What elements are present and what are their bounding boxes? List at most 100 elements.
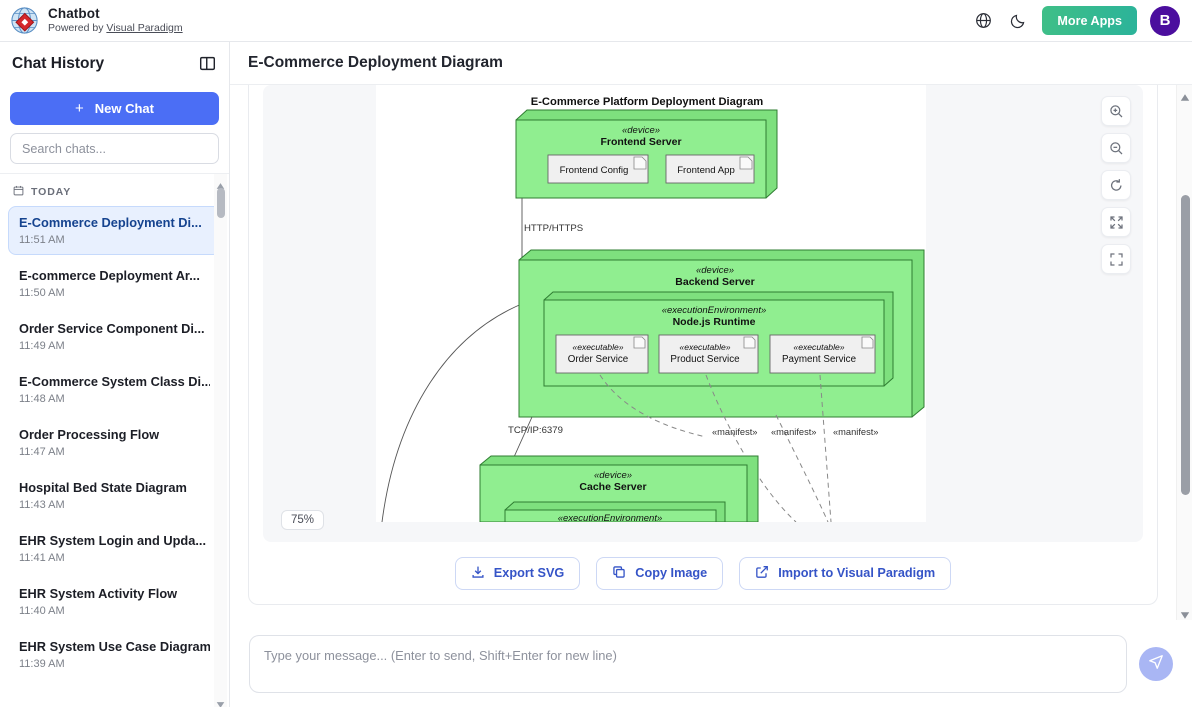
export-svg-label: Export SVG [493, 566, 565, 580]
sidebar-scrollbar-thumb[interactable] [216, 188, 225, 218]
chat-item-title: E-commerce Deployment Ar... [19, 267, 200, 283]
chat-item-title: Order Service Component Di... [19, 320, 205, 336]
frontend-name: Frontend Server [600, 136, 681, 148]
diagram-viewport[interactable]: E-Commerce Platform Deployment Diagram «… [263, 85, 1143, 542]
send-button[interactable] [1139, 646, 1173, 681]
node-frontend-server[interactable]: «device» Frontend Server Frontend Config [515, 109, 778, 199]
top-bar: Chatbot Powered by Visual Paradigm More … [0, 0, 1192, 42]
node-nodejs-runtime[interactable]: «executionEnvironment» Node.js Runtime «… [543, 291, 894, 387]
search-input[interactable] [10, 133, 219, 164]
zoom-out-icon[interactable] [1101, 133, 1131, 163]
top-bar-actions: More Apps B [972, 5, 1180, 36]
artifact-order-service[interactable]: «executable» Order Service [555, 334, 649, 374]
artifact-product-service[interactable]: «executable» Product Service [658, 334, 759, 374]
diagram-tools [1101, 96, 1131, 274]
artifact-payment-service[interactable]: «executable» Payment Service [769, 334, 876, 374]
diagram-canvas[interactable]: E-Commerce Platform Deployment Diagram «… [376, 85, 926, 524]
group-label: TODAY [31, 186, 72, 198]
artifact-label: Frontend App [677, 165, 735, 176]
chat-list-item[interactable]: Hospital Bed State Diagram 11:43 AM [8, 471, 221, 520]
fit-screen-icon[interactable] [1101, 207, 1131, 237]
main-scroll-up-arrow-icon[interactable] [1180, 89, 1190, 101]
conversation-area: E-Commerce Platform Deployment Diagram «… [230, 85, 1176, 620]
connector-label-http: HTTP/HTTPS [524, 223, 583, 234]
page-title: E-Commerce Deployment Diagram [248, 54, 503, 71]
cache-stereotype: «device» [594, 470, 632, 481]
frontend-stereotype: «device» [622, 125, 660, 136]
copy-image-button[interactable]: Copy Image [596, 556, 724, 590]
main-panel: E-Commerce Deployment Diagram E-Commerce… [230, 42, 1192, 707]
chat-item-time: 11:51 AM [19, 233, 65, 246]
visual-paradigm-globe-logo [10, 6, 39, 35]
backend-name: Backend Server [675, 276, 754, 288]
import-to-visual-paradigm-button[interactable]: Import to Visual Paradigm [739, 556, 952, 590]
chat-list-item[interactable]: E-commerce Deployment Ar... 11:50 AM [8, 259, 221, 308]
chat-list-item[interactable]: E-Commerce Deployment Di... 11:51 AM [8, 206, 221, 255]
chat-item-title: E-Commerce System Class Di... [19, 373, 210, 389]
artifact-frontend-app[interactable]: Frontend App [665, 154, 755, 184]
node-backend-server[interactable]: «device» Backend Server «executionEnviro… [518, 249, 925, 418]
calendar-icon [13, 185, 24, 199]
chat-list-item[interactable]: E-Commerce System Class Di...11:48 AM [8, 365, 221, 414]
sidebar-panel-icon[interactable] [197, 54, 217, 74]
message-input[interactable] [249, 634, 1127, 693]
chat-list-container: TODAY E-Commerce Deployment Di... 11:51 A… [0, 173, 229, 707]
chat-history-heading: Chat History [12, 54, 105, 72]
globe-icon[interactable] [972, 10, 994, 32]
copy-image-label: Copy Image [635, 566, 708, 580]
chat-list-item[interactable]: Order Service Component Di...11:49 AM [8, 312, 221, 361]
chat-item-title: E-Commerce Deployment Di... [19, 215, 202, 230]
manifest-label: «manifest» [712, 427, 757, 437]
sidebar-header: Chat History [0, 42, 229, 85]
export-svg-button[interactable]: Export SVG [454, 556, 581, 590]
main-scrollbar-thumb[interactable] [1180, 195, 1190, 495]
chat-item-time: 11:43 AM [19, 498, 65, 511]
artifact-label: Payment Service [782, 354, 857, 365]
main-scroll-down-arrow-icon[interactable] [1180, 607, 1190, 619]
chat-item-title: Order Processing Flow [19, 426, 160, 442]
chat-list-item[interactable]: EHR System Login and Upda...11:41 AM [8, 524, 221, 573]
scroll-down-arrow-icon[interactable] [216, 696, 225, 707]
node-cache-server[interactable]: «device» Cache Server «executionEnvironm… [479, 455, 759, 524]
send-paper-plane-icon [1148, 654, 1164, 673]
sidebar-scrollbar-track[interactable] [214, 174, 227, 707]
fullscreen-icon[interactable] [1101, 244, 1131, 274]
new-chat-label: New Chat [94, 101, 154, 116]
zoom-in-icon[interactable] [1101, 96, 1131, 126]
artifact-frontend-config[interactable]: Frontend Config [547, 154, 649, 184]
zoom-level-badge: 75% [281, 510, 325, 530]
search-container [0, 125, 229, 173]
node-redis-runtime[interactable]: «executionEnvironment» [504, 501, 726, 524]
manifest-label: «manifest» [771, 427, 816, 437]
body: Chat History + New Chat [0, 42, 1192, 707]
main-header: E-Commerce Deployment Diagram [230, 42, 1192, 85]
new-chat-button[interactable]: + New Chat [10, 92, 219, 125]
external-link-icon [755, 565, 769, 582]
reset-rotate-icon[interactable] [1101, 170, 1131, 200]
more-apps-button[interactable]: More Apps [1042, 6, 1137, 35]
avatar[interactable]: B [1150, 5, 1180, 36]
sidebar-scrollbar[interactable] [214, 174, 227, 707]
backend-stereotype: «device» [696, 265, 734, 276]
visual-paradigm-link[interactable]: Visual Paradigm [106, 21, 183, 34]
moon-icon[interactable] [1007, 10, 1029, 32]
powered-by: Powered by Visual Paradigm [48, 21, 183, 34]
cache-name: Cache Server [579, 481, 646, 493]
chat-item-time: 11:50 AM [19, 286, 65, 299]
diagram-title: E-Commerce Platform Deployment Diagram [531, 96, 764, 108]
main-scrollbar[interactable] [1176, 85, 1192, 620]
chat-list[interactable]: TODAY E-Commerce Deployment Di... 11:51 A… [0, 174, 229, 707]
scroll-up-arrow-icon[interactable] [216, 177, 225, 189]
chat-item-title: Hospital Bed State Diagram [19, 479, 187, 495]
composer [230, 620, 1192, 707]
app-title: Chatbot [48, 6, 100, 22]
runtime-stereotype: «executionEnvironment» [662, 305, 767, 316]
import-label: Import to Visual Paradigm [778, 566, 936, 580]
chat-item-title: EHR System Login and Upda... [19, 532, 206, 548]
powered-by-prefix: Powered by [48, 21, 107, 34]
cache-child-stereotype: «executionEnvironment» [558, 513, 663, 522]
